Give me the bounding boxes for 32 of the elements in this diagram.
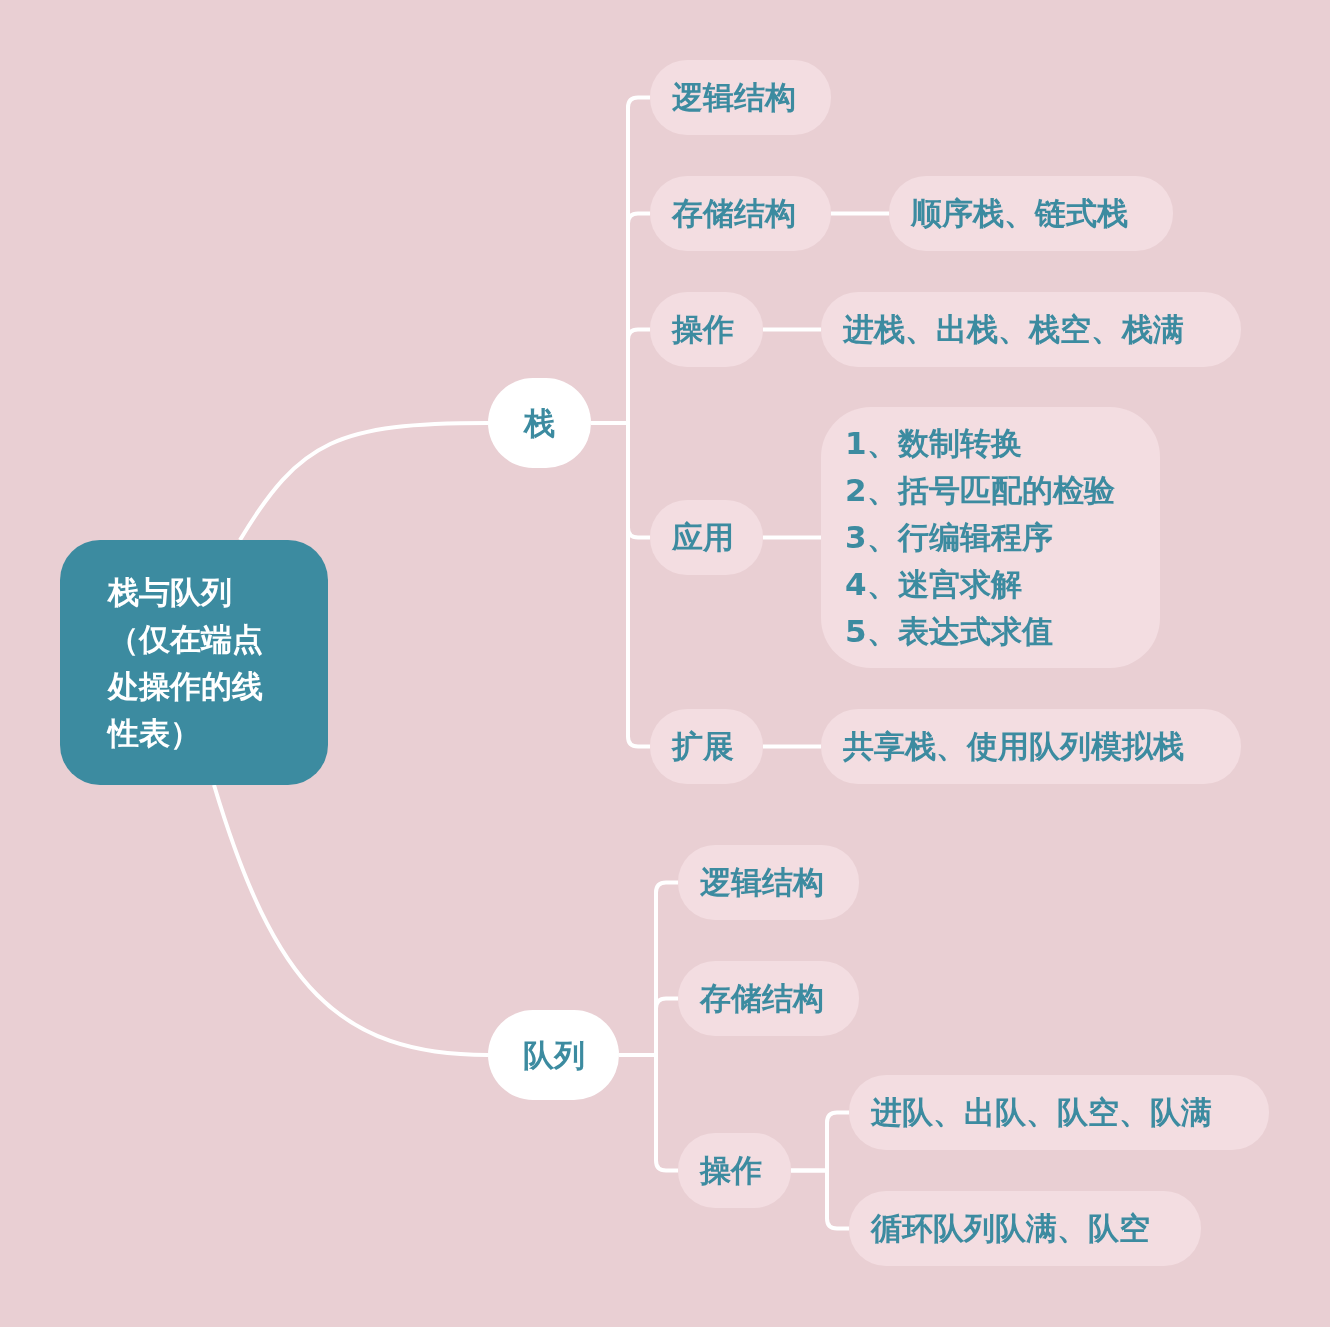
topic-label: 逻辑结构 bbox=[672, 78, 796, 117]
topic-box bbox=[821, 407, 1160, 668]
connector-line bbox=[619, 1053, 678, 1173]
list-item: 1、数制转换 bbox=[845, 424, 1022, 463]
topic-label: 进栈、出栈、栈空、栈满 bbox=[843, 310, 1184, 349]
connector-line bbox=[763, 744, 821, 749]
connector-line bbox=[831, 211, 889, 216]
topic-label: 存储结构 bbox=[700, 979, 824, 1018]
topic-label: 栈 bbox=[524, 403, 555, 443]
connector-line bbox=[212, 784, 489, 1057]
list-item: 3、行编辑程序 bbox=[845, 518, 1053, 557]
topic-label: 顺序栈、链式栈 bbox=[911, 194, 1128, 233]
topic-label: 共享栈、使用队列模拟栈 bbox=[843, 727, 1184, 766]
topic-label: 存储结构 bbox=[672, 194, 796, 233]
list-item: 5、表达式求值 bbox=[845, 612, 1053, 651]
topic-label: 操作 bbox=[700, 1151, 762, 1190]
topic-label: 队列 bbox=[522, 1035, 585, 1075]
topic-label: 操作 bbox=[672, 310, 734, 349]
connector-line bbox=[238, 421, 488, 542]
list-item: 4、迷宫求解 bbox=[845, 565, 1022, 604]
connector-line bbox=[763, 535, 821, 540]
topic-label: 应用 bbox=[672, 518, 734, 557]
central-topic-box bbox=[60, 540, 328, 785]
topic-label: 循环队列队满、队空 bbox=[871, 1209, 1150, 1248]
topic-label: 栈与队列（仅在端点处操作的线性表） bbox=[108, 572, 264, 753]
list-item: 2、括号匹配的检验 bbox=[845, 471, 1115, 510]
topic-label: 扩展 bbox=[672, 727, 734, 766]
topic-label: 进队、出队、队空、队满 bbox=[871, 1093, 1212, 1132]
topic-label: 逻辑结构 bbox=[700, 863, 824, 902]
connector-line bbox=[763, 327, 821, 332]
connector-line bbox=[591, 421, 650, 749]
connector-line bbox=[791, 1168, 849, 1231]
